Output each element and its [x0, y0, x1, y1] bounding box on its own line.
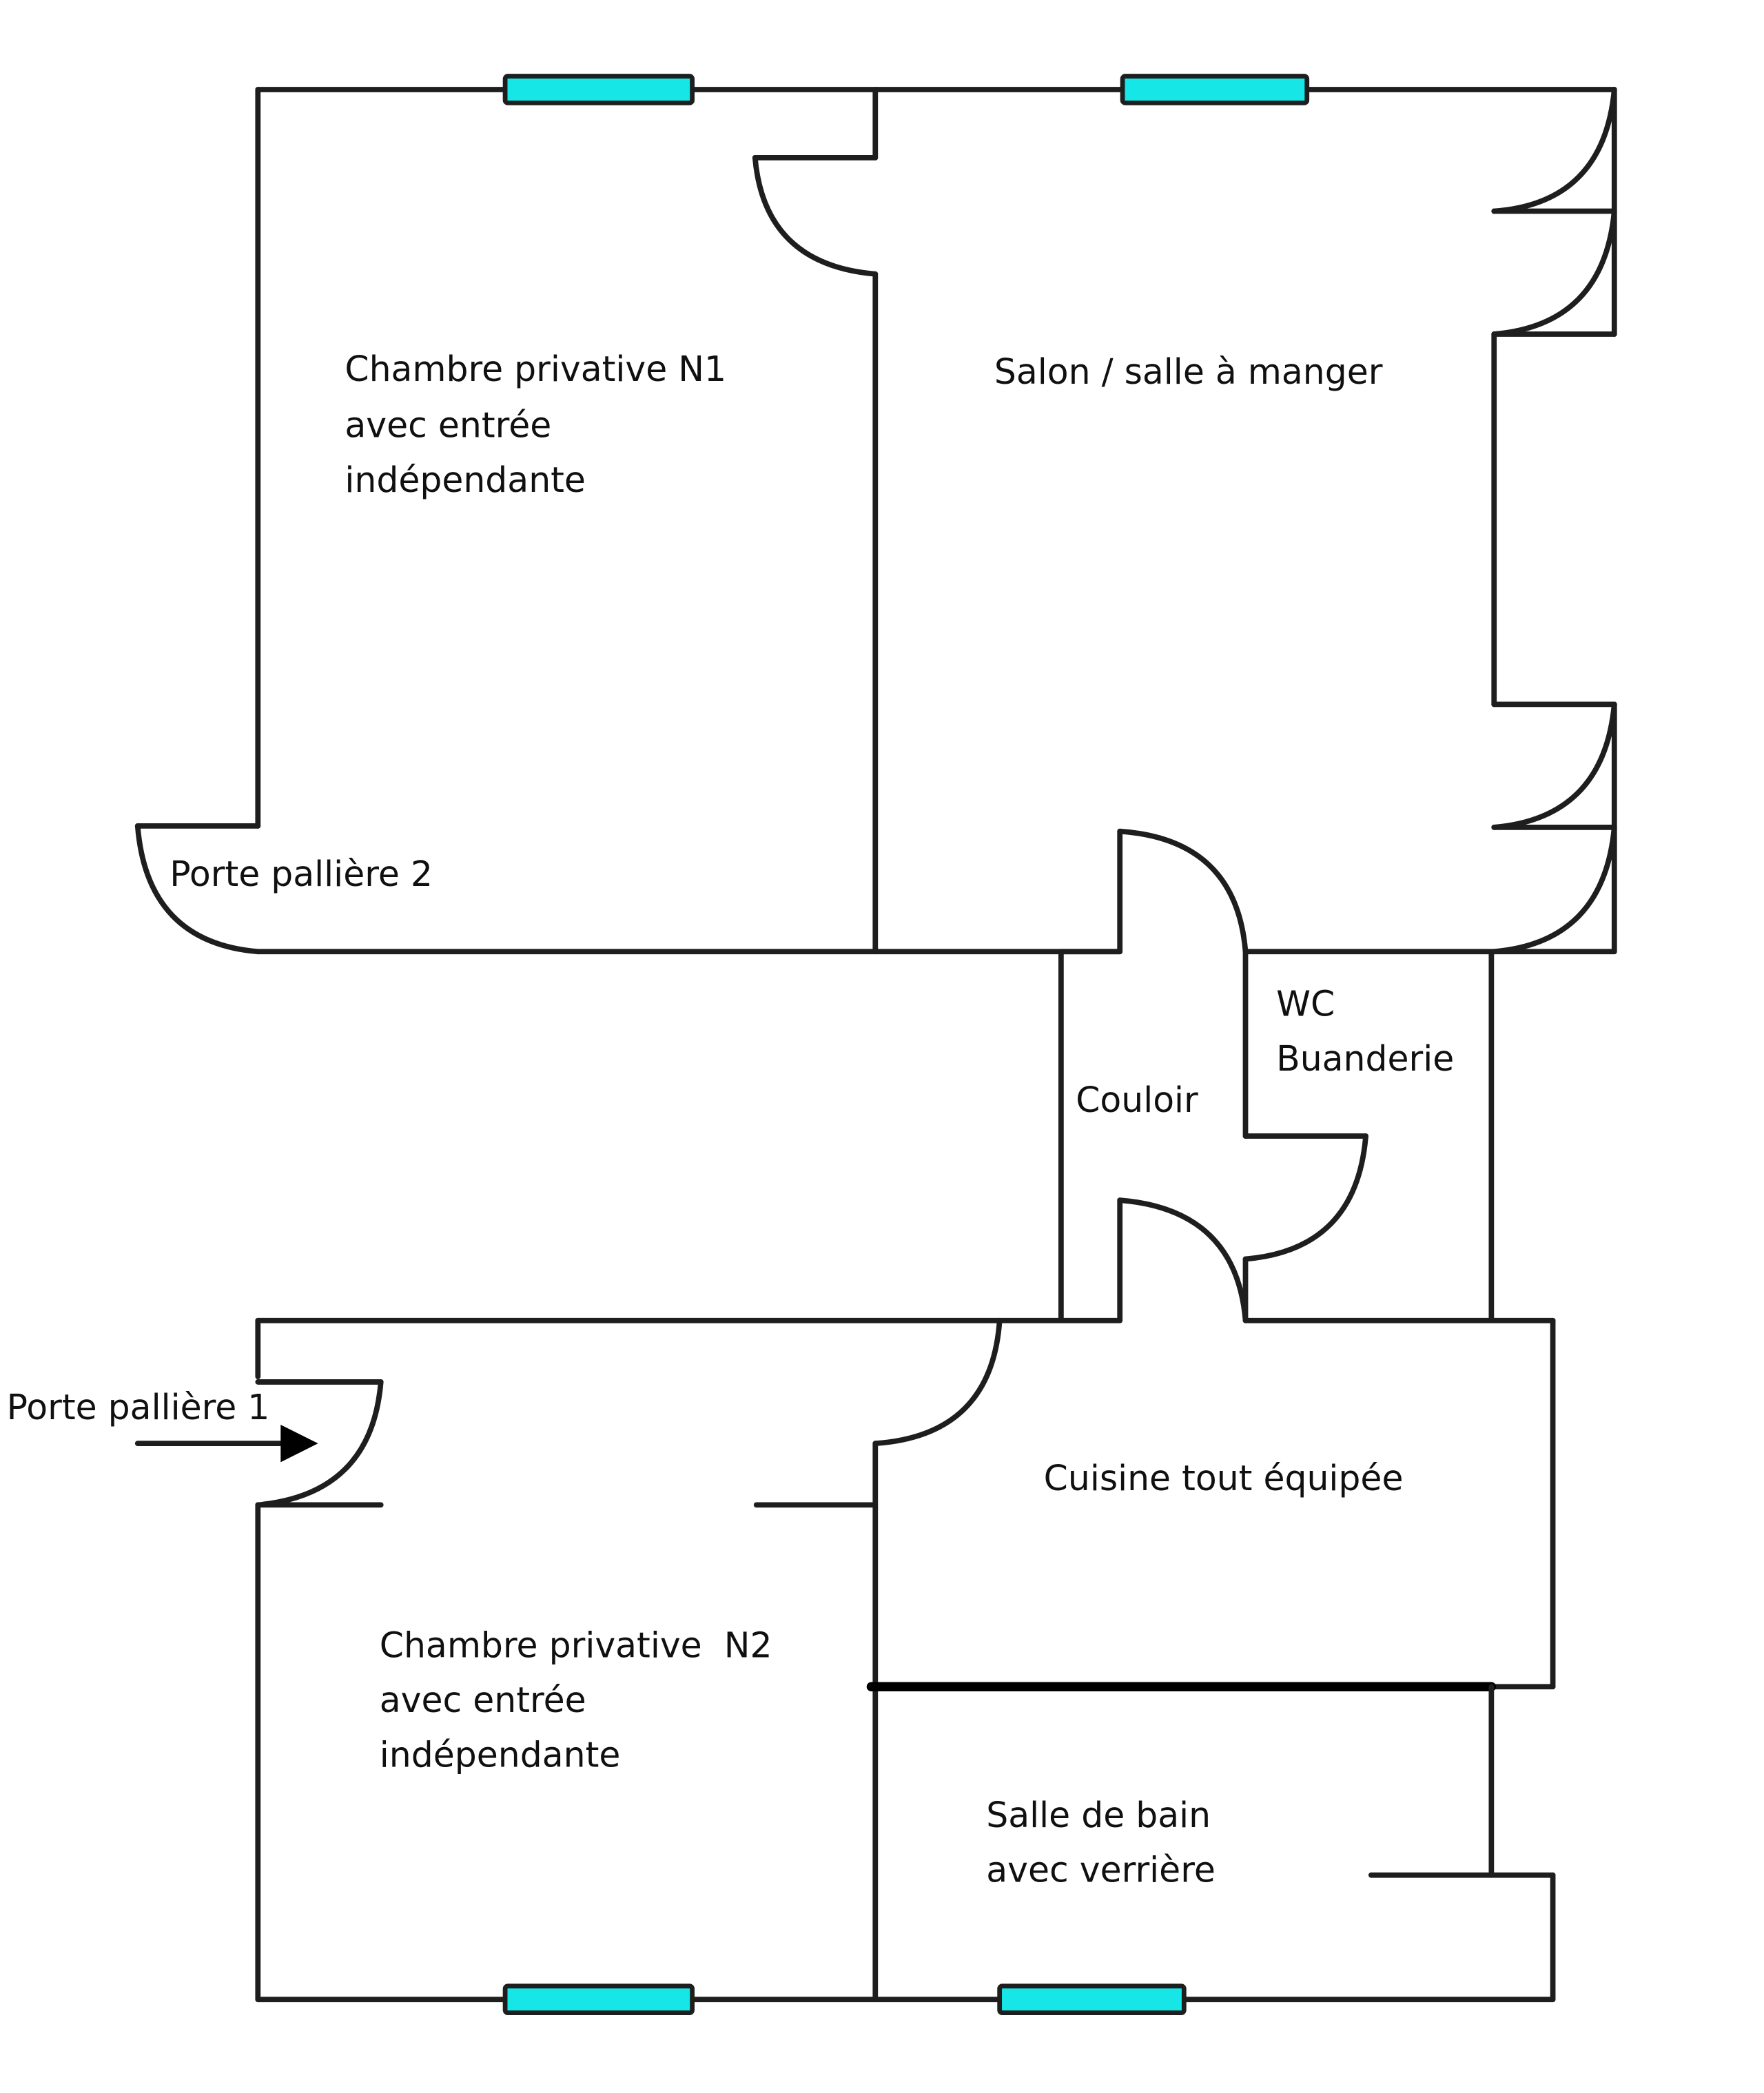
window-n1: [502, 74, 695, 105]
door-label-porte-palliere-1: Porte pallière 1: [7, 1387, 270, 1427]
room-label-sdb: Salle de bain avec verrière: [986, 1795, 1222, 1890]
arrow-right-icon: [134, 1425, 318, 1463]
bottom-block-walls: [255, 1317, 1556, 2015]
window-n2: [502, 1983, 695, 2015]
room-label-cuisine: Cuisine tout équipée: [1044, 1458, 1404, 1498]
room-label-couloir: Couloir: [1076, 1080, 1198, 1120]
door-corridor-cuisine[interactable]: [1117, 1197, 1249, 1323]
top-block-walls: [134, 74, 1617, 955]
room-label-wc: WC Buanderie: [1276, 983, 1454, 1079]
door-n2-cuisine[interactable]: [872, 1317, 1003, 1447]
room-label-chambre-n1: Chambre privative N1 avec entrée indépen…: [345, 349, 737, 500]
room-label-chambre-n2: Chambre privative N2 avec entrée indépen…: [0, 0, 828, 1775]
window-sdb: [997, 1983, 1187, 2015]
door-label-porte-palliere-2: Porte pallière 2: [170, 854, 433, 894]
window-salon: [1120, 74, 1310, 105]
room-label-salon: Salon / salle à manger: [994, 351, 1383, 392]
door-wc[interactable]: [1242, 1133, 1368, 1262]
door-porte-palliere-2[interactable]: [134, 823, 261, 955]
door-corridor-salon[interactable]: [1117, 828, 1249, 955]
door-balcony-1[interactable]: [1491, 87, 1617, 337]
corridor-walls: [1058, 828, 1495, 1323]
door-porte-palliere-1[interactable]: [255, 1379, 384, 1508]
door-n1-salon[interactable]: [752, 155, 879, 277]
door-balcony-2[interactable]: [1491, 701, 1617, 955]
